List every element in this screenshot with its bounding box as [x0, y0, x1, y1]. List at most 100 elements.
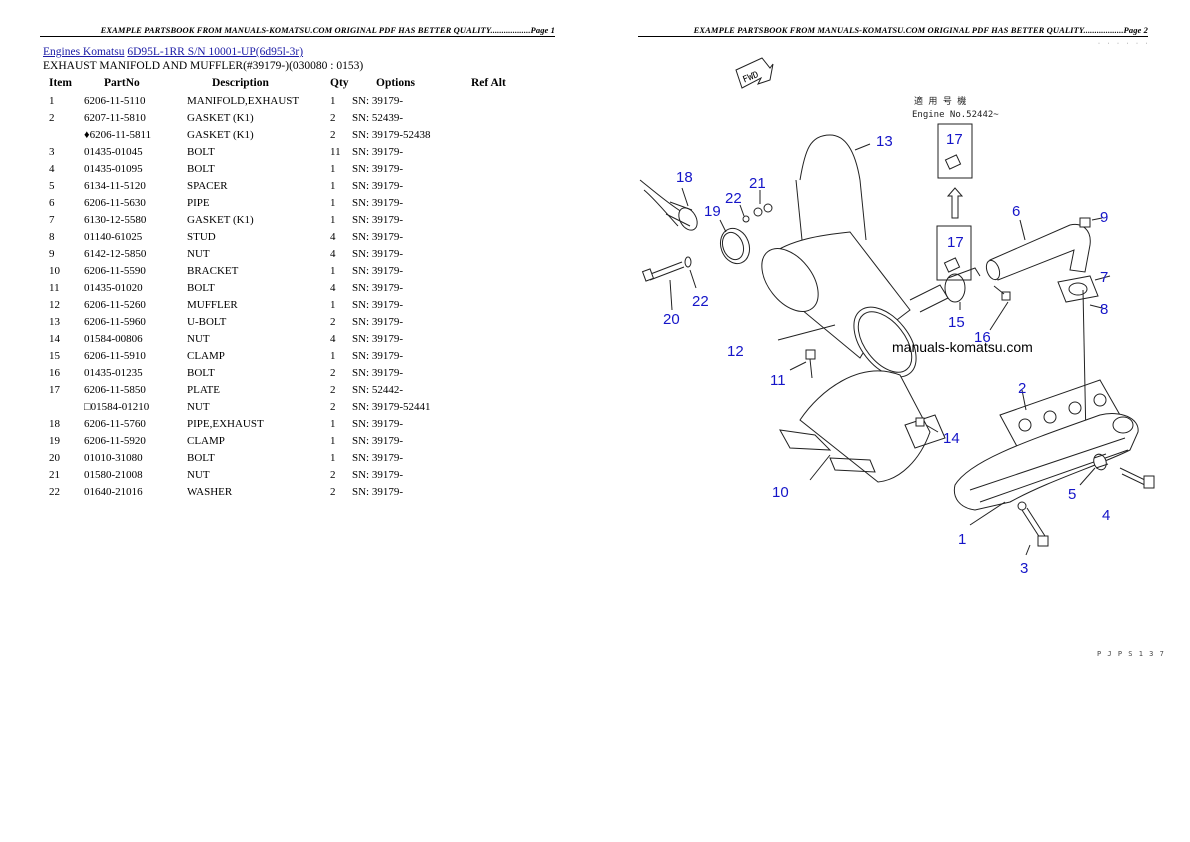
cell-options: SN: 39179- [352, 298, 404, 311]
cell-partno: 6206-11-5910 [84, 349, 146, 362]
callout-11: 11 [770, 372, 786, 389]
cell-qty: 1 [330, 264, 336, 277]
cell-refalt [471, 109, 506, 126]
cell-qty: 11 [330, 145, 341, 158]
cell-options: SN: 39179- [352, 230, 404, 243]
col-header-description: Description [212, 77, 269, 89]
callout-22-upper: 22 [725, 190, 742, 207]
fwd-arrow-icon: FWD [735, 57, 774, 89]
breadcrumb-link-engines[interactable]: Engines Komatsu [43, 46, 125, 58]
cell-options: SN: 39179- [352, 281, 404, 294]
callout-15: 15 [948, 314, 965, 331]
callout-17-lower: 17 [947, 234, 964, 251]
cell-description: BOLT [187, 145, 215, 158]
leader-22a [739, 204, 745, 217]
cell-refalt [471, 415, 506, 432]
cell-refalt [471, 313, 506, 330]
cell-item: 15 [49, 349, 60, 362]
col-header-partno: PartNo [104, 77, 140, 89]
cell-partno: 6206-11-5850 [84, 383, 146, 396]
cell-qty: 1 [330, 162, 336, 175]
callout-16: 16 [974, 329, 991, 346]
cell-qty: 2 [330, 468, 336, 481]
cell-partno: 6206-11-5260 [84, 298, 146, 311]
callout-7: 7 [1100, 269, 1108, 286]
watermark: manuals-komatsu.com [892, 339, 1033, 355]
cell-item: 19 [49, 434, 60, 447]
cell-item: 16 [49, 366, 60, 379]
cell-refalt [471, 245, 506, 262]
cell-refalt [471, 381, 506, 398]
cell-description: MANIFOLD,EXHAUST [187, 94, 300, 107]
cell-item: 11 [49, 281, 60, 294]
cell-description: NUT [187, 400, 210, 413]
exploded-view-drawing: FWD 適 用 号 機 Engine No.52442~ [639, 57, 1155, 577]
cell-item: 22 [49, 485, 60, 498]
cell-refalt [471, 364, 506, 381]
cell-item [43, 398, 84, 415]
cell-qty: 2 [330, 383, 336, 396]
callout-17-upper: 17 [946, 131, 963, 148]
cell-refalt [471, 211, 506, 228]
detail-box-upper [937, 123, 973, 179]
cell-partno: 6206-11-5590 [84, 264, 146, 277]
leader-13 [854, 143, 871, 151]
cell-options: SN: 39179- [352, 366, 404, 379]
cell-description: SPACER [187, 179, 228, 192]
cell-partno: 6207-11-5810 [84, 111, 146, 124]
cell-options: SN: 39179- [352, 196, 404, 209]
cell-item: 10 [49, 264, 60, 277]
cell-partno: □01584-01210 [84, 400, 150, 413]
leader-22b [689, 269, 697, 289]
cell-refalt [471, 92, 506, 109]
cell-options: SN: 39179- [352, 451, 404, 464]
cell-description: WASHER [187, 485, 233, 498]
cell-description: GASKET (K1) [187, 213, 254, 226]
cell-options: SN: 39179- [352, 145, 404, 158]
cell-description: STUD [187, 230, 216, 243]
leader-14 [925, 424, 939, 433]
cell-qty: 1 [330, 434, 336, 447]
cell-partno: 01580-21008 [84, 468, 143, 481]
cell-refalt [471, 143, 506, 160]
cell-refalt [471, 262, 506, 279]
cell-description: GASKET (K1) [187, 111, 254, 124]
cell-item: 4 [49, 162, 55, 175]
cell-options: SN: 52442- [352, 383, 404, 396]
page-header-1: EXAMPLE PARTSBOOK FROM MANUALS-KOMATSU.C… [40, 25, 555, 37]
callout-2: 2 [1018, 380, 1026, 397]
cell-partno: 01435-01020 [84, 281, 143, 294]
col-header-item: Item [49, 77, 72, 89]
col-header-qty: Qty [330, 77, 349, 89]
leader-19 [719, 219, 727, 233]
cell-options: SN: 39179- [352, 485, 404, 498]
cell-qty: 1 [330, 349, 336, 362]
cell-qty: 1 [330, 417, 336, 430]
cell-description: GASKET (K1) [187, 128, 254, 141]
cell-qty: 2 [330, 315, 336, 328]
cell-description: BOLT [187, 281, 215, 294]
cell-qty: 1 [330, 94, 336, 107]
cell-partno: 01584-00806 [84, 332, 143, 345]
cell-refalt [471, 296, 506, 313]
cell-qty: 4 [330, 247, 336, 260]
cell-description: NUT [187, 468, 210, 481]
leader-10 [809, 454, 831, 481]
cell-description: NUT [187, 247, 210, 260]
cell-options: SN: 39179-52441 [352, 400, 431, 413]
cell-refalt [471, 347, 506, 364]
breadcrumb-link-model[interactable]: 6D95L-1RR S/N 10001-UP(6d95l-3r) [127, 46, 304, 58]
callout-8: 8 [1100, 301, 1108, 318]
cell-item: 9 [49, 247, 55, 260]
cell-refalt [471, 126, 506, 143]
cell-partno: 01435-01095 [84, 162, 143, 175]
